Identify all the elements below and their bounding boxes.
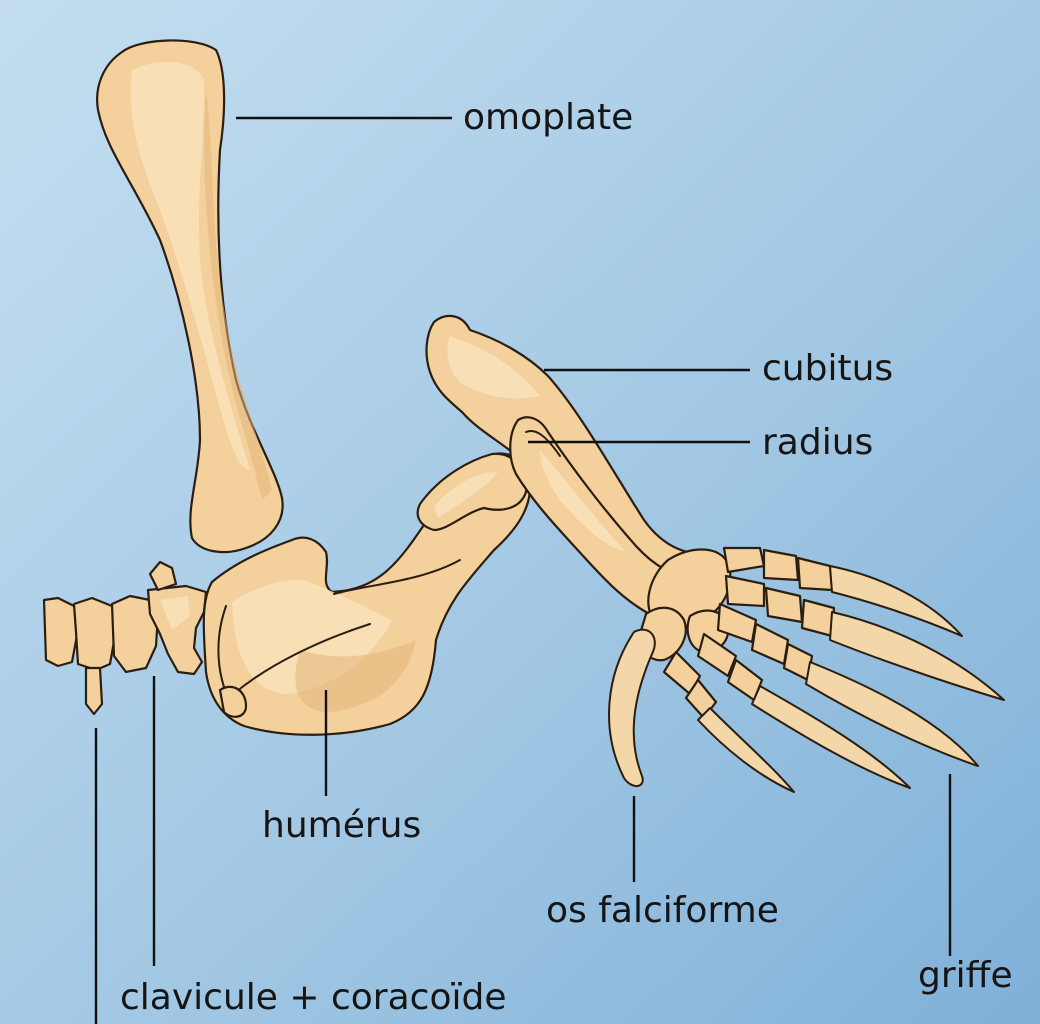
label-cubitus: cubitus bbox=[762, 348, 894, 389]
leader-lines bbox=[94, 116, 952, 1024]
vertebrae bbox=[42, 594, 160, 716]
clavicle-coracoid bbox=[146, 560, 208, 676]
ulna bbox=[425, 314, 726, 600]
falciform-bone bbox=[608, 628, 656, 787]
label-omoplate: omoplate bbox=[463, 97, 634, 138]
label-os-falciforme: os falciforme bbox=[546, 890, 779, 931]
label-griffe: griffe bbox=[918, 955, 1013, 996]
label-radius: radius bbox=[762, 422, 874, 463]
digits bbox=[662, 546, 1005, 793]
scapula bbox=[96, 39, 284, 554]
humerus bbox=[202, 452, 532, 736]
label-clavicule-coracoide: clavicule + coracoïde bbox=[120, 977, 507, 1018]
label-humerus: humérus bbox=[262, 805, 422, 846]
